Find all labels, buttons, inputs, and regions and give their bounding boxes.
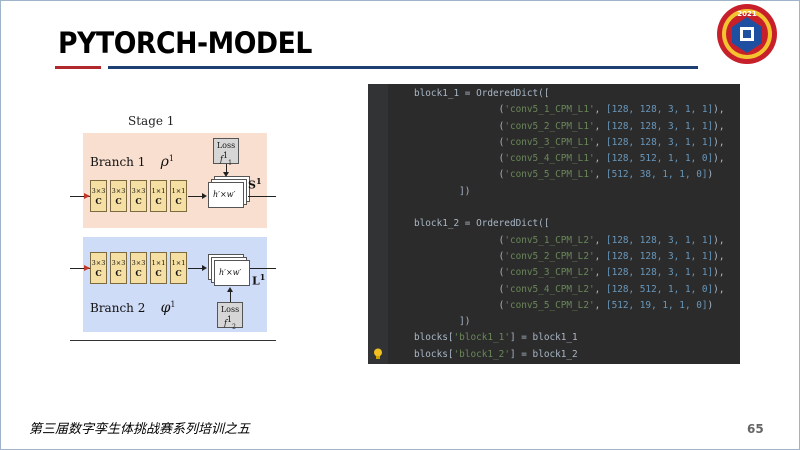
code-line: ('conv5_1_CPM_L2', [128, 128, 3, 1, 1]), [414, 234, 725, 246]
branch1-loss-box: Loss f11 [213, 138, 239, 166]
code-line: ('conv5_2_CPM_L1', [128, 128, 3, 1, 1]), [414, 120, 725, 132]
editor-gutter [368, 84, 388, 364]
code-line: ('conv5_5_CPM_L2', [512, 19, 1, 1, 0]) [414, 299, 714, 311]
branch2-stack-label: h′×w′ [219, 268, 242, 277]
branch2-output-line [250, 268, 276, 269]
branch2-loss-line [230, 290, 231, 302]
branch2-loss-box: Loss f12 [217, 302, 243, 330]
branch2-input-arrow [84, 265, 90, 271]
code-text: block1_1 = OrderedDict([ ('conv5_1_CPM_L… [414, 86, 724, 363]
branch2-input-line [70, 268, 90, 269]
code-line: ('conv5_3_CPM_L1', [128, 128, 3, 1, 1]), [414, 136, 725, 148]
branch2-stack-front [214, 260, 250, 286]
code-line: ('conv5_5_CPM_L1', [512, 38, 1, 1, 0]) [414, 169, 714, 181]
code-line: ]) [459, 185, 471, 197]
branch1-stack-label: h′×w′ [213, 190, 236, 199]
page-number: 65 [747, 422, 764, 436]
footer-text: 第三届数字孪生体挑战赛系列培训之五 [29, 422, 251, 437]
code-line: ('conv5_2_CPM_L2', [128, 128, 3, 1, 1]), [414, 250, 725, 262]
title-underline-red [55, 66, 101, 69]
branch2-output-label: L1 [252, 272, 266, 288]
branch1-to-stack-line [188, 196, 204, 197]
branch1-stack-front [208, 182, 244, 208]
branch1-stack-arrow [202, 193, 207, 199]
branch2-stack-arrow [202, 265, 207, 271]
code-line: ('conv5_4_CPM_L1', [128, 512, 1, 1, 0]), [414, 153, 725, 165]
branch1-output-line [248, 196, 276, 197]
branch1-input-arrow [84, 193, 90, 199]
branch1-loss-line [226, 164, 227, 174]
branch1-input-line [70, 196, 90, 197]
branch2-label: Branch 2 φ1 [90, 300, 176, 316]
code-line: blocks['block1_2'] = block1_2 [414, 348, 578, 360]
diagram-baseline [70, 340, 276, 341]
branch2-to-stack-line [188, 268, 204, 269]
code-line: blocks['block1_1'] = block1_1 [414, 332, 578, 344]
code-editor[interactable]: block1_1 = OrderedDict([ ('conv5_1_CPM_L… [368, 84, 740, 364]
code-line: block1_1 = OrderedDict([ [414, 88, 550, 99]
competition-emblem-icon: 2021 [717, 4, 777, 64]
branch1-label: Branch 1 ρ1 [90, 154, 174, 170]
code-line: ]) [459, 316, 471, 328]
slide-title: PYTORCH-MODEL [58, 26, 312, 60]
code-line: ('conv5_1_CPM_L1', [128, 128, 3, 1, 1]), [414, 104, 725, 116]
branch2-loss-arrow [227, 287, 233, 292]
code-line: block1_2 = OrderedDict([ [414, 218, 550, 230]
logo-year: 2021 [737, 10, 757, 18]
stage-title: Stage 1 [128, 114, 175, 128]
code-line: ('conv5_4_CPM_L2', [128, 512, 1, 1, 0]), [414, 283, 725, 295]
lightbulb-icon[interactable] [373, 348, 383, 360]
code-line: ('conv5_3_CPM_L2', [128, 128, 3, 1, 1]), [414, 267, 725, 279]
branch1-loss-arrow [223, 172, 229, 177]
branch1-output-label: S1 [248, 176, 262, 192]
title-underline-blue [108, 66, 698, 69]
